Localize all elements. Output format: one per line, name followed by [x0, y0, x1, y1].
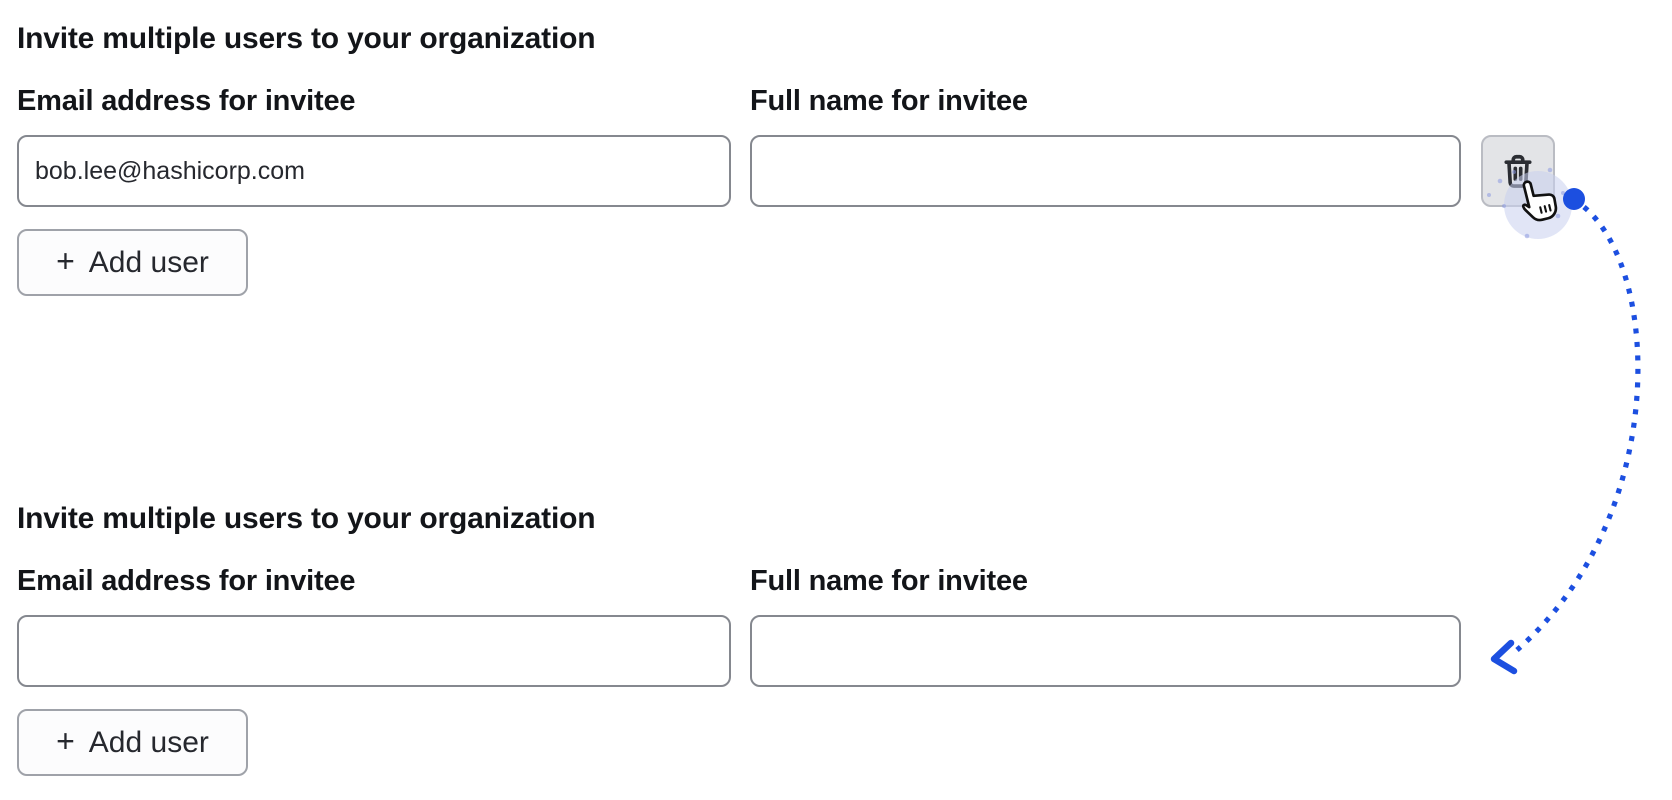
form1-add-user-label: Add user [88, 245, 209, 279]
plus-icon: + [56, 723, 75, 759]
form1-fullname-label: Full name for invitee [750, 85, 1028, 117]
form2-add-user-button[interactable]: + Add user [17, 709, 248, 776]
delete-row-button[interactable] [1481, 135, 1555, 207]
form2-email-input[interactable] [17, 615, 731, 687]
form1-fullname-input[interactable] [750, 135, 1461, 207]
plus-icon: + [56, 243, 75, 279]
arrow-start-dot [1563, 188, 1585, 210]
form2-fullname-label: Full name for invitee [750, 565, 1028, 597]
form2-add-user-label: Add user [88, 725, 209, 759]
arrowhead [1490, 639, 1518, 675]
form2-email-label: Email address for invitee [17, 565, 356, 597]
form1-add-user-button[interactable]: + Add user [17, 229, 248, 296]
form1-heading: Invite multiple users to your organizati… [17, 22, 596, 55]
dotted-arc [1515, 205, 1641, 652]
form1-email-label: Email address for invitee [17, 85, 356, 117]
form1-email-input[interactable] [17, 135, 731, 207]
form2-fullname-input[interactable] [750, 615, 1461, 687]
form2-heading: Invite multiple users to your organizati… [17, 502, 596, 535]
trash-icon [1499, 152, 1537, 190]
